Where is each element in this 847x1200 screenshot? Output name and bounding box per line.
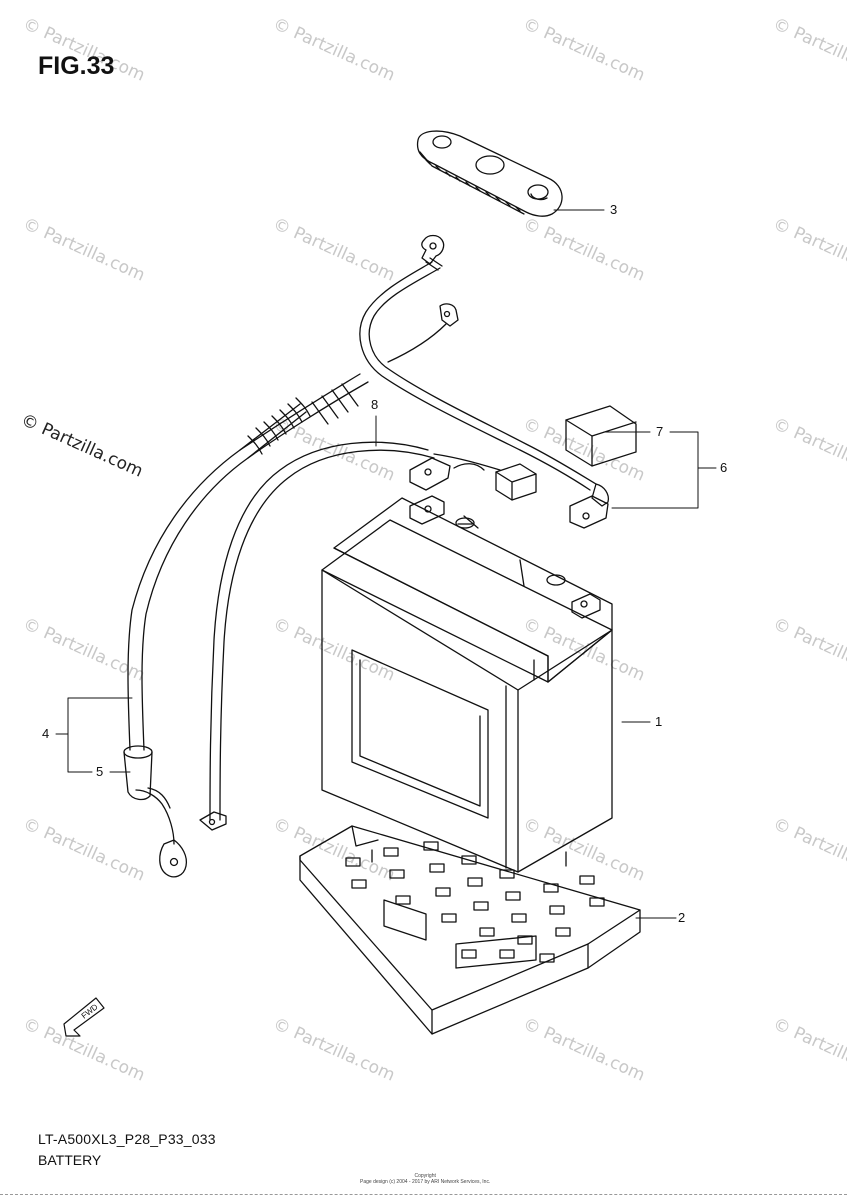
battery-part-1 [321, 495, 613, 873]
callout-5: 5 [96, 764, 104, 779]
callout-1: 1 [655, 714, 663, 729]
positive-cable-part-8 [199, 441, 537, 831]
copyright-line-2: Page design (c) 2004 - 2017 by ARI Netwo… [360, 1179, 491, 1185]
harness-part-6 [359, 234, 637, 529]
callout-8: 8 [371, 397, 379, 412]
fwd-arrow-icon: FWD [63, 997, 105, 1037]
callout-3: 3 [610, 202, 618, 217]
model-code: LT-A500XL3_P28_P33_033 [38, 1131, 216, 1147]
part-name: BATTERY [38, 1152, 102, 1168]
battery-band-part-3 [416, 130, 563, 217]
callout-4: 4 [42, 726, 50, 741]
copyright-line-1: Copyright [414, 1173, 436, 1179]
battery-tray-part-2 [299, 825, 641, 1035]
callout-6: 6 [720, 460, 728, 475]
leader-lines [55, 209, 717, 919]
figure-title: FIG.33 [38, 52, 115, 80]
page-bottom-divider [0, 1194, 847, 1195]
copyright-notice: Copyright Page design (c) 2004 - 2017 by… [360, 1173, 490, 1185]
callout-7: 7 [656, 424, 664, 439]
callout-2: 2 [678, 910, 686, 925]
negative-cable-part-4 [123, 373, 369, 878]
